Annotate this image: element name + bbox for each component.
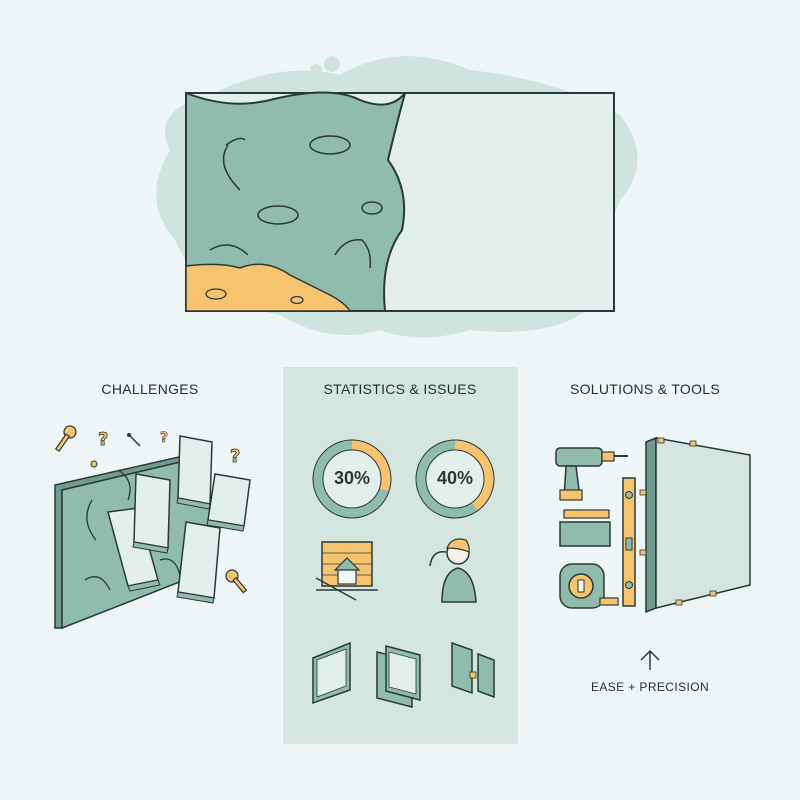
pin-icon [127, 433, 141, 447]
hero-bubble [310, 64, 322, 76]
section-title-solutions: SOLUTIONS & TOOLS [569, 381, 721, 397]
question-icon: ? [160, 430, 168, 446]
panel-icon-split [451, 641, 495, 699]
solutions-illustration [555, 436, 751, 670]
hero-bubble [324, 56, 340, 72]
brick-house-icon [315, 541, 378, 601]
damaged-yellow-area [185, 263, 352, 312]
donut-chart [415, 439, 495, 519]
question-icon: ? [98, 429, 108, 450]
challenges-illustration: ? ? ? [54, 425, 251, 630]
panel-icon-double [376, 645, 421, 708]
section-title-statistics: STATISTICS & ISSUES [323, 381, 477, 397]
falling-panel [176, 435, 213, 510]
hero-wall-illustration [156, 56, 638, 338]
donut-label: 30% [333, 468, 371, 488]
donut-label: 40% [436, 468, 474, 488]
question-icon: ? [230, 446, 240, 467]
donut-value-arc [313, 440, 391, 518]
person-thinking-icon [429, 538, 477, 603]
panel-icon-single [312, 641, 351, 705]
ruler-icon [559, 509, 611, 547]
arrow-up-icon [640, 649, 660, 670]
installed-wall-panel [639, 436, 751, 614]
donut-value-arc [416, 440, 494, 518]
falling-panel [132, 473, 171, 554]
spirit-level-icon [622, 477, 636, 607]
solutions-caption: EASE + PRECISION [590, 680, 710, 694]
donut-chart [312, 439, 392, 519]
drill-icon [555, 447, 628, 501]
section-title-challenges: CHALLENGES [101, 381, 199, 397]
screw-icon [90, 460, 98, 468]
falling-panel [206, 473, 251, 532]
wrench-icon [225, 569, 248, 594]
falling-panel [176, 521, 221, 604]
wrench-icon [54, 425, 77, 453]
tape-measure-icon [559, 563, 619, 609]
